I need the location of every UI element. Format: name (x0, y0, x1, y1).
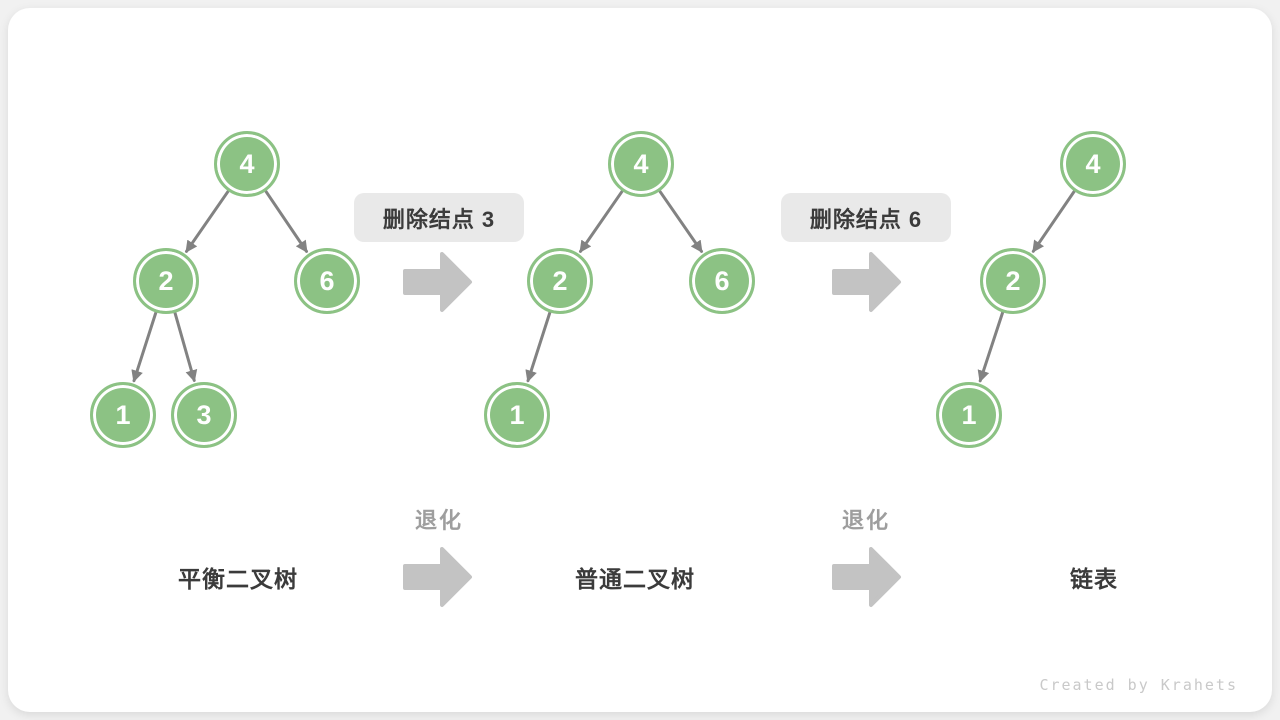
edge-2-1 (131, 310, 158, 383)
edge-4-2 (185, 188, 231, 253)
label-ordinary-binary-tree: 普通二叉树 (575, 566, 695, 592)
degrade-arrow-1 (403, 547, 472, 607)
degrade-label-1: 退化 (414, 508, 464, 533)
tree1-node-6: 6 (294, 248, 360, 314)
label-balanced-binary-tree: 平衡二叉树 (178, 566, 298, 592)
tree1-node-4: 4 (214, 131, 280, 197)
tree1-node-1: 1 (90, 382, 156, 448)
tree1-node-3: 3 (171, 382, 237, 448)
operation-label-delete-6: 删除结点 6 (781, 193, 951, 242)
tree1-node-2: 2 (133, 248, 199, 314)
edge-2-3 (173, 310, 198, 383)
edge-4-6 (263, 188, 308, 253)
degrade-label-2: 退化 (841, 508, 891, 533)
transition-arrow-1 (403, 252, 472, 312)
tree2-node-2: 2 (527, 248, 593, 314)
tree2-node-4: 4 (608, 131, 674, 197)
tree2-node-6: 6 (689, 248, 755, 314)
tree3-node-2: 2 (980, 248, 1046, 314)
tree3-node-1: 1 (936, 382, 1002, 448)
label-linked-list: 链表 (1070, 566, 1118, 592)
transition-arrow-2 (832, 252, 901, 312)
tree3-node-4: 4 (1060, 131, 1126, 197)
edge-2-1 (977, 309, 1005, 383)
edge-4-6 (657, 188, 703, 253)
diagram-card: 4 2 6 1 3 4 2 6 1 4 2 1 删除结点 3 删除结点 6 退化… (8, 8, 1272, 712)
operation-label-delete-3: 删除结点 3 (354, 193, 524, 242)
edge-4-2 (579, 188, 625, 253)
tree2-node-1: 1 (484, 382, 550, 448)
edge-2-1 (525, 310, 552, 383)
degrade-arrow-2 (832, 547, 901, 607)
block-arrows (403, 252, 901, 607)
watermark-credit: Created by Krahets (1039, 676, 1238, 694)
edge-4-2 (1031, 188, 1077, 253)
